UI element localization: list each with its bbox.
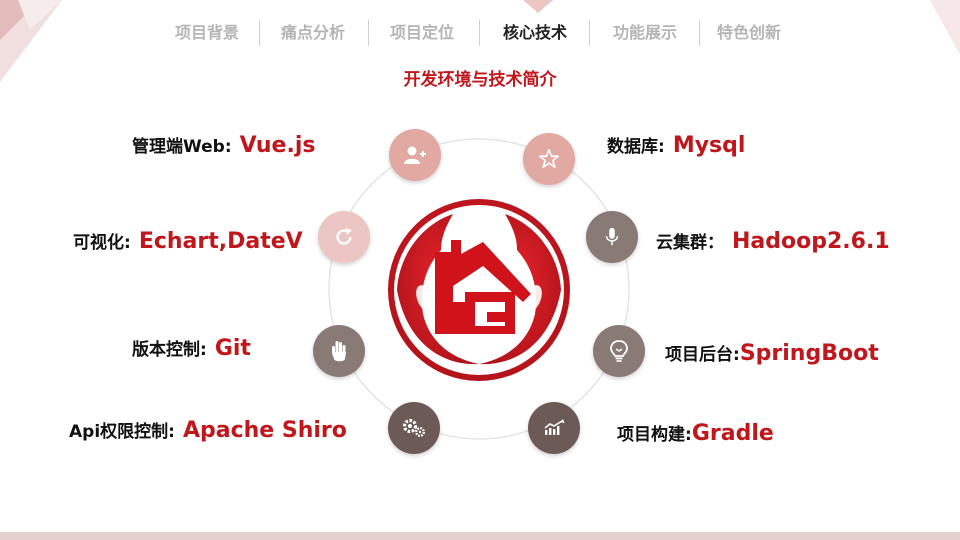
nav-divider xyxy=(479,20,480,46)
tab-project-background[interactable]: 项目背景 xyxy=(174,23,239,42)
tech-label: 云集群： xyxy=(656,233,724,253)
tech-value: SpringBoot xyxy=(739,341,879,366)
footer-bar xyxy=(0,532,960,540)
node-visualization xyxy=(318,211,370,263)
hand-icon xyxy=(332,341,346,362)
tech-value: Git xyxy=(214,336,251,361)
nav-divider xyxy=(368,20,369,46)
tech-value: Vue.js xyxy=(239,133,316,158)
node-backend xyxy=(593,325,645,377)
tab-pain-points[interactable]: 痛点分析 xyxy=(280,23,345,42)
page-subtitle: 开发环境与技术简介 xyxy=(403,70,557,90)
tech-build: 项目构建: Gradle xyxy=(617,420,774,446)
tech-value: Mysql xyxy=(672,133,746,158)
tech-version-control: 版本控制: Git xyxy=(132,335,251,361)
tech-value: Echart,DateV xyxy=(138,229,303,254)
node-build xyxy=(528,402,580,454)
tech-visualization: 可视化: Echart,DateV xyxy=(73,228,303,254)
star-icon xyxy=(539,149,559,169)
tech-value: Gradle xyxy=(691,421,774,446)
active-tab-indicator xyxy=(523,0,553,13)
tech-value: Hadoop2.6.1 xyxy=(732,229,890,254)
house-hands-logo xyxy=(388,199,570,381)
tech-label: Api权限控制: xyxy=(69,422,175,442)
gears-icon xyxy=(402,418,425,437)
tech-label: 项目构建: xyxy=(617,425,692,445)
tab-positioning[interactable]: 项目定位 xyxy=(389,23,454,42)
nav-divider xyxy=(259,20,260,46)
node-management-web xyxy=(389,129,441,181)
tech-label: 管理端Web: xyxy=(132,137,232,157)
tab-innovation[interactable]: 特色创新 xyxy=(716,23,781,42)
tab-feature-demo[interactable]: 功能展示 xyxy=(612,23,677,42)
chart-icon xyxy=(544,419,565,435)
add-user-icon xyxy=(404,146,426,164)
node-cloud-cluster xyxy=(586,211,638,263)
tech-api-auth: Api权限控制: Apache Shiro xyxy=(69,417,347,443)
corner-decoration-top-left xyxy=(0,0,62,82)
node-version-control xyxy=(313,325,365,377)
tech-cloud-cluster: 云集群： Hadoop2.6.1 xyxy=(656,228,890,254)
tech-label: 项目后台: xyxy=(665,345,740,365)
corner-decoration-top-right xyxy=(930,0,960,55)
tech-label: 版本控制: xyxy=(132,340,207,360)
tech-database: 数据库: Mysql xyxy=(607,132,745,158)
tech-management-web: 管理端Web: Vue.js xyxy=(132,132,315,158)
tech-backend: 项目后台: SpringBoot xyxy=(665,340,879,366)
microphone-icon xyxy=(605,227,619,246)
refresh-icon xyxy=(336,227,353,245)
tech-label: 数据库: xyxy=(607,137,665,157)
node-api-auth xyxy=(388,402,440,454)
node-database xyxy=(523,133,575,185)
tech-label: 可视化: xyxy=(73,233,131,253)
lightbulb-icon xyxy=(610,340,628,362)
nav-divider xyxy=(589,20,590,46)
tab-core-technology[interactable]: 核心技术 xyxy=(502,23,567,42)
tech-value: Apache Shiro xyxy=(182,418,347,443)
nav-divider xyxy=(699,20,700,46)
